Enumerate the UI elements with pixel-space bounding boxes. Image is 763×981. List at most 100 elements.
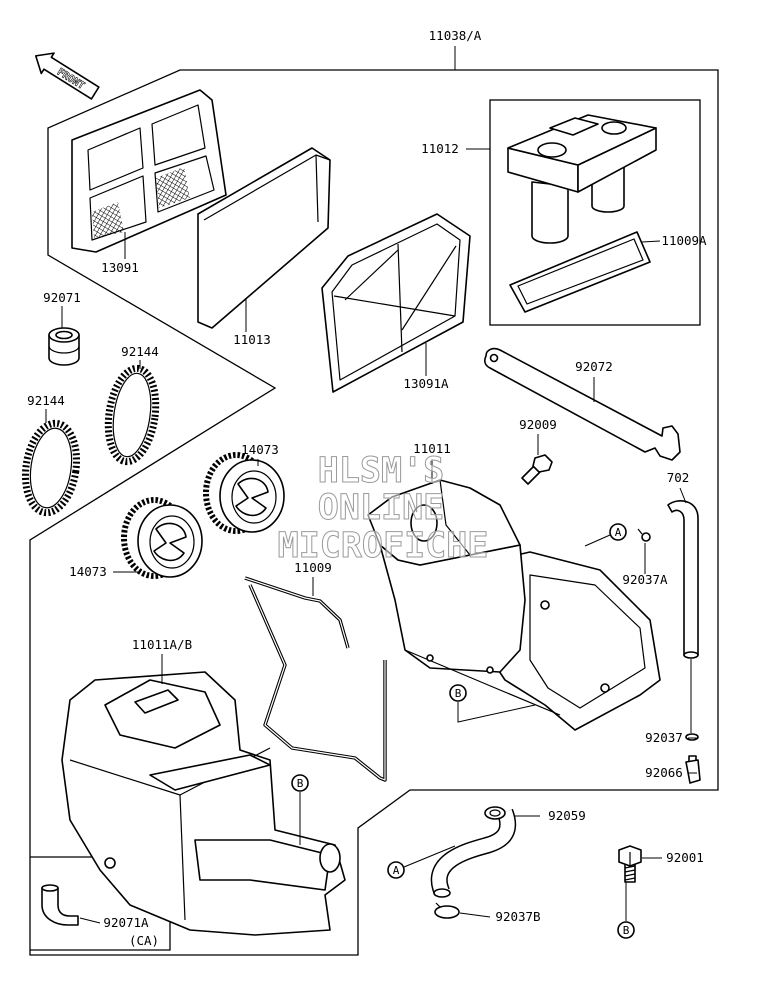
part-14073-upper-drawing — [203, 452, 285, 534]
clip-92037 — [685, 733, 699, 741]
part-92071-drawing — [48, 327, 80, 366]
callout-92071: 92071 — [43, 290, 81, 305]
lower-housing-edge — [179, 794, 186, 921]
reference-mark-letter: B — [455, 687, 462, 700]
reference-mark-circle — [617, 921, 635, 939]
housing-bolt-hole — [426, 654, 434, 662]
reference-mark-circle — [449, 684, 467, 702]
cap-inner-ring — [231, 470, 277, 524]
gasket-wire-core — [244, 577, 386, 781]
cap-grip — [153, 522, 187, 562]
housing-bolt-hole — [600, 683, 610, 693]
callout-14073-lower: 14073 — [69, 564, 107, 579]
part-92037A-drawing — [637, 528, 651, 542]
part-11009-drawing — [244, 576, 387, 782]
reference-mark-letter: B — [623, 924, 630, 937]
lower-housing-plate — [149, 754, 271, 791]
reference-mark-circle — [387, 861, 405, 879]
callout-11011: 11011 — [413, 441, 451, 456]
watermark-line: ONLINE — [318, 488, 444, 528]
filter-mesh-patch — [92, 202, 124, 238]
foam-element-edge — [315, 154, 319, 223]
reference-mark-letter: A — [615, 526, 622, 539]
leader-line — [459, 912, 491, 918]
gasket-11009A-outer — [509, 231, 651, 313]
callout-92037A: 92037A — [622, 572, 668, 587]
part-92144-upper-drawing — [104, 364, 160, 466]
reference-mark-b: B — [291, 774, 309, 792]
callout-92001: 92001 — [666, 850, 704, 865]
lower-housing-top-box — [104, 679, 221, 749]
part-92072-drawing — [484, 347, 681, 461]
part-11012-opening — [537, 142, 567, 158]
callout-11012: 11012 — [421, 141, 459, 156]
part-92001-drawing — [618, 845, 642, 883]
strap-hole — [489, 353, 499, 363]
clip-92037B-tab — [435, 902, 441, 908]
part-number-callouts: 11038/A 11012 11009A 13091 92071 11013 1… — [27, 28, 707, 948]
hose-92059-bore — [489, 809, 501, 817]
reference-mark-b: B — [449, 684, 467, 702]
lower-housing-bracket — [194, 839, 331, 891]
filter-screen-pane — [151, 104, 206, 166]
housing-edge — [439, 479, 471, 556]
spring-clamp-coil — [21, 419, 81, 517]
filter-screen-pane — [89, 175, 147, 241]
filter-frame-rib — [333, 295, 456, 317]
part-92037-drawing — [685, 733, 699, 741]
callout-13091A: 13091A — [403, 376, 449, 391]
filter-mesh-patch — [156, 167, 190, 208]
callout-92037: 92037 — [645, 730, 683, 745]
leader-line — [679, 487, 687, 504]
clip-92037A-tab — [637, 528, 643, 535]
hose-92059-end — [433, 888, 451, 898]
housing-right-tray — [494, 551, 661, 731]
callout-92071A: 92071A — [103, 915, 149, 930]
reference-mark-circle — [291, 774, 309, 792]
filter-frame-rib — [344, 249, 399, 301]
callout-92059: 92059 — [548, 808, 586, 823]
callout-11011AB: 11011A/B — [132, 637, 192, 652]
lower-housing-ridge — [134, 689, 179, 714]
front-arrow-shape — [34, 52, 100, 100]
gasket-11009A-inner — [517, 238, 644, 305]
reference-mark-letter: B — [297, 777, 304, 790]
part-11012-drawing — [507, 114, 657, 244]
part-14073-lower-drawing — [121, 497, 203, 579]
leader-line — [403, 845, 456, 868]
part-11011AB-drawing — [61, 671, 346, 936]
part-92066-drawing — [685, 755, 701, 784]
part-11012-tube — [531, 181, 569, 244]
callout-92009: 92009 — [519, 417, 557, 432]
watermark-line: MICROFICHE — [278, 526, 489, 566]
part-13091-drawing — [71, 89, 227, 253]
filter-frame-rib — [397, 243, 403, 353]
housing-upper-section — [367, 479, 521, 566]
callout-92144-lower: 92144 — [27, 393, 65, 408]
fitting-92066-body — [685, 759, 701, 784]
callout-11009A: 11009A — [661, 233, 707, 248]
callout-14073-upper: 14073 — [241, 442, 279, 457]
grommet-hole — [55, 330, 73, 340]
cap-inner-ring — [149, 515, 195, 569]
callout-702: 702 — [667, 470, 690, 485]
filter-frame-rib — [401, 245, 457, 331]
lower-housing-hole — [104, 857, 116, 869]
elbow-fitting — [41, 887, 79, 926]
housing-bolt-hole — [486, 666, 494, 674]
part-11012-ridge — [549, 117, 599, 136]
part-11012-opening — [601, 121, 627, 135]
reference-mark-b: B — [617, 921, 635, 939]
callout-13091: 13091 — [101, 260, 139, 275]
part-92059-drawing — [430, 806, 517, 898]
elbow-fitting-top — [41, 884, 59, 892]
part-702-drawing — [667, 500, 699, 733]
foam-element-outline — [197, 147, 331, 329]
housing-opening — [410, 504, 438, 542]
bolt-92001-threads — [624, 865, 636, 881]
filter-screen-pane — [154, 155, 215, 213]
assembly-boundary-frame — [29, 69, 719, 956]
leader-line — [457, 702, 536, 723]
part-11009A-drawing — [509, 231, 651, 313]
